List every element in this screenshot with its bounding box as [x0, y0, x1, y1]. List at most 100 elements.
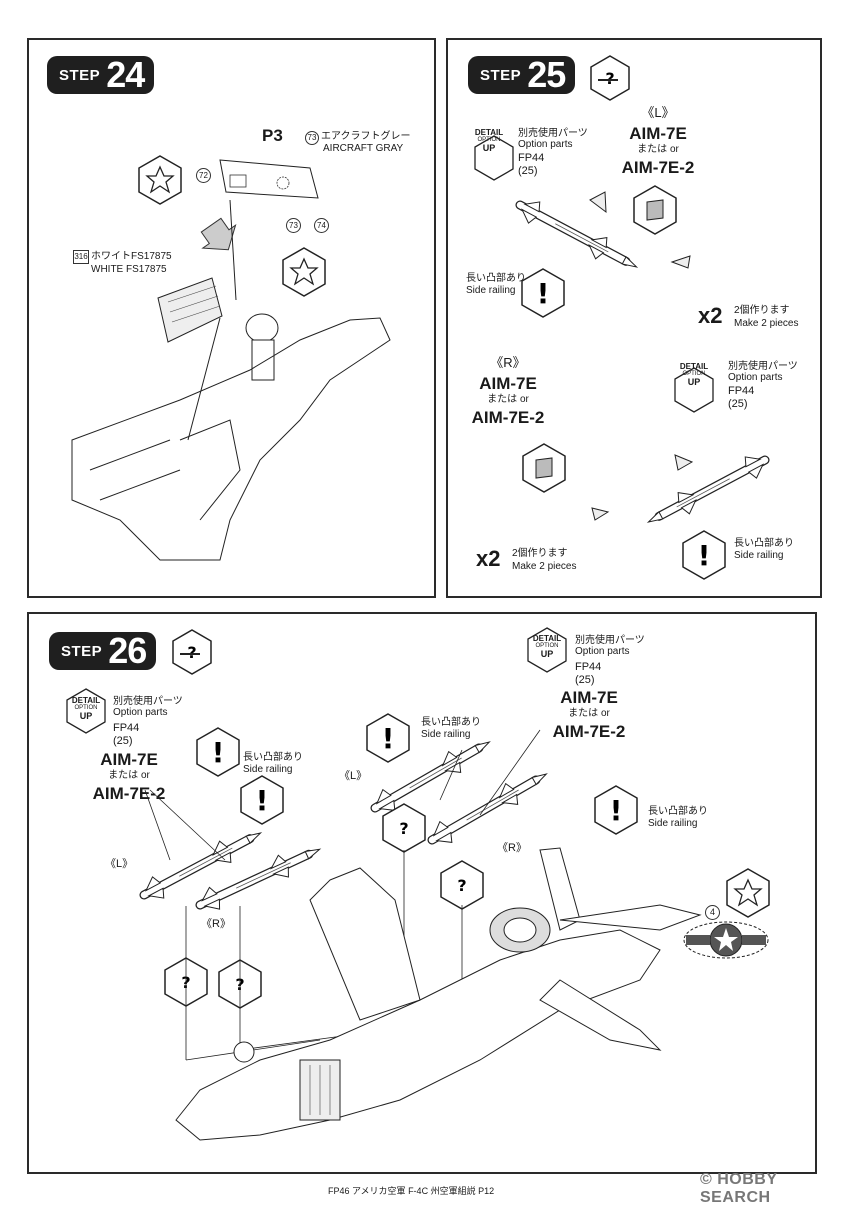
make-2-en-lower: Make 2 pieces	[512, 561, 577, 572]
aim-7e-upper: AIM-7E	[629, 124, 687, 143]
or-upper: または or	[618, 144, 698, 156]
aim-7e-left: AIM-7E	[100, 750, 158, 769]
svg-text:!: !	[382, 722, 395, 755]
step-word: STEP	[480, 66, 522, 84]
part-number-74: 74	[314, 218, 329, 233]
step-word: STEP	[61, 642, 103, 660]
step-number: 25	[527, 54, 566, 95]
star-hex-icon-a	[138, 155, 182, 205]
step26-illustration: ? ! ! ! ! ? ? ? ?	[66, 627, 770, 1141]
swap-hex-26d: ?	[440, 860, 484, 910]
hex-badge-26-left	[66, 688, 106, 734]
hex-badge-upper	[474, 135, 514, 181]
svg-text:?: ?	[399, 819, 408, 838]
or-lower: または or	[468, 394, 548, 406]
aim-7e2-lower: AIM-7E-2	[471, 408, 545, 427]
detail-badge-left: DETAIL OPTION UP	[65, 696, 107, 721]
exclamation-hex-26c: !	[366, 713, 410, 763]
exclamation-hex-lower: !	[682, 530, 726, 580]
option-word: OPTION	[535, 643, 559, 649]
right-mark-b: 《R》	[497, 842, 527, 854]
option-parts-en-upper: Option parts	[518, 139, 573, 150]
svg-text:!: !	[537, 277, 550, 310]
aim-7e-right: AIM-7E	[560, 688, 618, 707]
fp-qty-left: (25)	[113, 735, 133, 747]
step-24-panel: STEP 24 P3 73 エアクラフトグレー AIRCRAFT GRAY 31…	[27, 38, 436, 598]
right-mark-a: 《R》	[201, 918, 231, 930]
step25-illustration: ? ! !	[474, 55, 771, 580]
or-ja: または	[487, 394, 518, 405]
fuselage-step24	[71, 199, 391, 561]
svg-text:!: !	[698, 539, 711, 572]
fp-qty-right: (25)	[575, 674, 595, 686]
or-en: or	[140, 770, 150, 781]
make-2-ja-upper: 2個作ります	[734, 305, 790, 316]
fin-c	[674, 454, 694, 471]
fp-code-lower: FP44	[728, 385, 755, 397]
svg-text:!: !	[256, 784, 269, 817]
side-railing-en-lower: Side railing	[734, 550, 784, 561]
missile-upper	[514, 194, 642, 277]
or-right: または or	[549, 708, 629, 720]
fin-hex-lower	[522, 443, 566, 493]
exclamation-hex-upper: !	[521, 268, 565, 318]
x2-lower: x2	[476, 546, 501, 571]
fin-hex-upper	[633, 185, 677, 235]
arrow-down-icon	[200, 217, 237, 251]
right-mark: 《R》	[490, 355, 526, 370]
color-label-ja: エアクラフトグレー	[321, 131, 411, 142]
fp-code-upper: FP44	[518, 152, 545, 164]
side-railing-ja-mid: 長い凸部あり	[421, 717, 481, 728]
part-number-73: 73	[286, 218, 301, 233]
detail-word: DETAIL	[532, 634, 562, 643]
fp-code-right: FP44	[575, 661, 602, 673]
option-word: OPTION	[477, 137, 501, 143]
option-word: OPTION	[74, 705, 98, 711]
color-number-316: 316	[73, 250, 89, 264]
step-25-panel: STEP 25 DETAIL OPTION UP 別売使用パーツ Option …	[446, 38, 822, 598]
side-railing-ja-left: 長い凸部あり	[243, 752, 303, 763]
side-railing-en-upper: Side railing	[466, 285, 516, 296]
hex-badge-26-right	[527, 627, 567, 673]
aim-7e2-upper: AIM-7E-2	[621, 158, 695, 177]
color-label-en: AIRCRAFT GRAY	[323, 143, 404, 154]
detail-badge-upper: DETAIL OPTION UP	[468, 128, 510, 153]
step-number: 24	[106, 54, 145, 95]
or-en: or	[669, 144, 679, 155]
page-caption: FP46 アメリカ空軍 F-4C 州空軍組説 P12	[328, 1186, 495, 1196]
leader-lines	[144, 729, 541, 1061]
fp-code-left: FP44	[113, 722, 140, 734]
side-railing-ja-lower: 長い凸部あり	[734, 538, 794, 549]
fp-qty-upper: (25)	[518, 165, 538, 177]
side-railing-en-mid: Side railing	[421, 729, 471, 740]
exclamation-hex-26b: !	[240, 775, 284, 825]
or-left: または or	[89, 770, 169, 782]
aim-7e2-left: AIM-7E-2	[92, 784, 166, 803]
ejection-seat	[245, 313, 279, 381]
part-code: P3	[262, 126, 283, 145]
left-right-icon-25: ?	[590, 55, 630, 101]
missile-26-a	[138, 822, 266, 905]
or-en: or	[600, 708, 610, 719]
fin-a	[589, 191, 607, 214]
step24-illustration	[71, 155, 391, 561]
option-parts-ja-upper: 別売使用パーツ	[518, 128, 588, 139]
up-word: UP	[79, 711, 93, 721]
roundel-decal	[683, 921, 769, 959]
up-word: UP	[482, 143, 496, 153]
exclamation-hex-26d: !	[594, 785, 638, 835]
or-ja: または	[108, 770, 139, 781]
watermark-copyright: ©	[700, 1171, 713, 1188]
detail-word: DETAIL	[679, 362, 709, 371]
fin-d	[591, 507, 610, 521]
option-parts-en-lower: Option parts	[728, 372, 783, 383]
left-mark-a: 《L》	[105, 858, 134, 870]
detail-word: DETAIL	[474, 128, 504, 137]
missile-26-d	[426, 764, 552, 851]
detail-badge-right: DETAIL OPTION UP	[526, 634, 568, 659]
swap-hex-26c: ?	[382, 803, 426, 853]
option-parts-en-left: Option parts	[113, 707, 168, 718]
step-26-badge: STEP 26	[49, 632, 157, 670]
make-2-ja-lower: 2個作ります	[512, 548, 568, 559]
